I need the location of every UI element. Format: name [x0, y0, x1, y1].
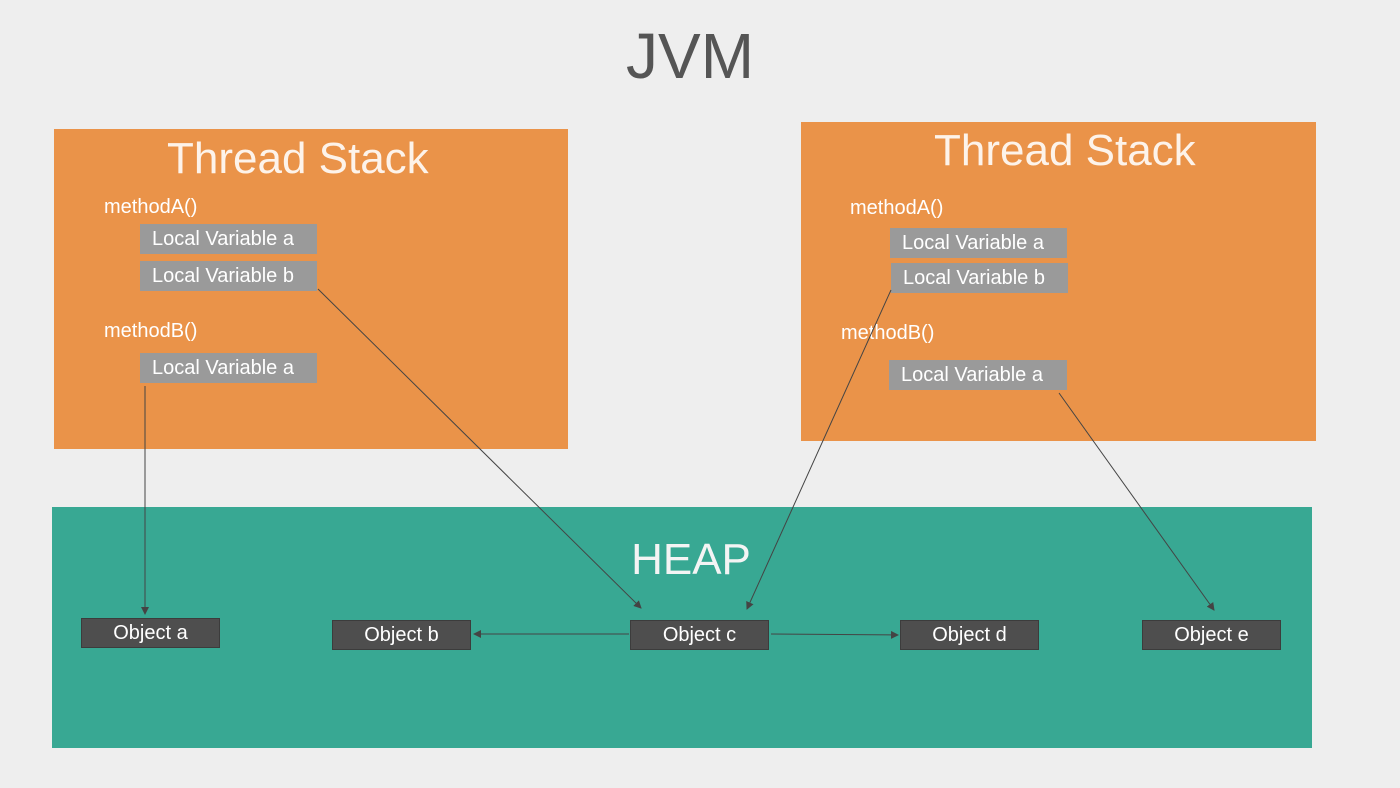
object-e: Object e [1142, 620, 1281, 650]
diagram-title: JVM [626, 20, 754, 92]
method-a-label: methodA() [104, 196, 198, 218]
heap-title: HEAP [631, 535, 751, 584]
method-b-label: methodB() [104, 320, 198, 342]
method-b-label: methodB() [841, 322, 935, 344]
heap: HEAP Object a Object b Object c Object d… [52, 507, 1312, 748]
thread-stack-1: Thread Stack methodA() Local Variable a … [54, 129, 568, 449]
thread-stack-2: Thread Stack methodA() Local Variable a … [801, 122, 1316, 441]
local-variable-a: Local Variable a [140, 353, 317, 383]
local-variable-a: Local Variable a [889, 360, 1067, 390]
local-variable-a: Local Variable a [890, 228, 1067, 258]
thread-stack-title: Thread Stack [167, 134, 429, 183]
local-variable-b: Local Variable b [140, 261, 317, 291]
method-a-label: methodA() [850, 197, 944, 219]
local-variable-b: Local Variable b [891, 263, 1068, 293]
thread-stack-title: Thread Stack [934, 126, 1196, 175]
object-c: Object c [630, 620, 769, 650]
local-variable-a: Local Variable a [140, 224, 317, 254]
object-b: Object b [332, 620, 471, 650]
object-d: Object d [900, 620, 1039, 650]
object-a: Object a [81, 618, 220, 648]
